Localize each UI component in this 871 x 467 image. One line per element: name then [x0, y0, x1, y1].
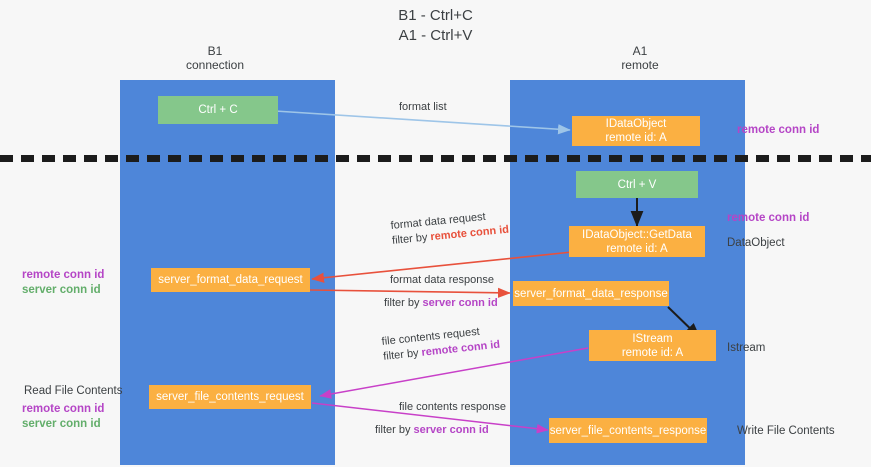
- annotation-right-remote-conn-id-top: remote conn id: [737, 123, 819, 138]
- edge-label-format-data-response-line1: format data response: [390, 274, 494, 286]
- edge-label-file-contents-response-prefix: filter by: [375, 424, 414, 436]
- annotation-left-mid-keys: remote conn id server conn id: [22, 268, 104, 298]
- edge-label-format-data-response-prefix: filter by: [384, 297, 423, 309]
- title-line-1: B1 - Ctrl+C: [398, 7, 473, 24]
- edge-label-file-contents-response-key: server conn id: [413, 424, 489, 436]
- node-server-format-data-request[interactable]: server_format_data_request: [151, 268, 310, 292]
- node-server-file-contents-request-label: server_file_contents_request: [156, 391, 304, 403]
- annotation-right-remote-conn-id-mid: remote conn id: [727, 211, 809, 226]
- node-istream[interactable]: IStream remote id: A: [589, 330, 716, 361]
- column-header-a1-role: remote: [621, 58, 659, 72]
- node-idataobject-getdata[interactable]: IDataObject::GetData remote id: A: [569, 226, 705, 257]
- column-header-a1-name: A1: [632, 44, 648, 58]
- column-header-b1-name: B1: [207, 44, 223, 58]
- node-server-format-data-response-label: server_format_data_response: [514, 287, 668, 300]
- page-title: B1 - Ctrl+C A1 - Ctrl+V: [0, 6, 871, 46]
- edge-label-format-list: format list: [399, 100, 447, 115]
- annotation-right-write-file-contents: Write File Contents: [737, 424, 835, 439]
- column-header-b1-role: connection: [185, 58, 245, 72]
- node-idataobject-sub: remote id: A: [605, 132, 667, 144]
- annotation-right-dataobject-text: DataObject: [727, 237, 785, 249]
- edge-label-format-data-response-key: server conn id: [422, 297, 498, 309]
- node-server-file-contents-request[interactable]: server_file_contents_request: [149, 385, 311, 409]
- node-istream-label: IStream: [632, 332, 673, 345]
- node-idataobject-getdata-sub: remote id: A: [606, 242, 668, 255]
- annotation-left-low-remote-text: remote conn id: [22, 403, 105, 415]
- node-server-format-data-request-label: server_format_data_request: [158, 274, 303, 286]
- title-line-2: A1 - Ctrl+V: [398, 27, 473, 44]
- annotation-left-read-file-contents: Read File Contents: [24, 384, 122, 399]
- annotation-right-write-file-contents-text: Write File Contents: [737, 425, 835, 437]
- edge-label-file-contents-response-line1: file contents response: [399, 401, 507, 413]
- edge-label-format-data-response-line2: filter by server conn id: [384, 296, 498, 311]
- edge-label-file-contents-request-prefix: filter by: [382, 346, 423, 363]
- edge-label-format-data-request: format data request filter by remote con…: [390, 208, 510, 249]
- annotation-right-istream-text: Istream: [727, 342, 766, 354]
- annotation-right-istream: Istream: [727, 341, 765, 356]
- edge-label-format-data-response: format data response filter by server co…: [384, 273, 498, 311]
- annotation-right-remote-conn-id-mid-text: remote conn id: [727, 212, 810, 224]
- node-idataobject-getdata-label: IDataObject::GetData: [582, 228, 692, 241]
- annotation-right-remote-conn-id-top-text: remote conn id: [737, 124, 820, 136]
- annotation-left-read-file-contents-text: Read File Contents: [24, 385, 123, 397]
- edge-label-file-contents-response: file contents response filter by server …: [375, 400, 506, 438]
- node-server-format-data-response[interactable]: server_format_data_response: [513, 281, 669, 306]
- node-server-file-contents-response[interactable]: server_file_contents_response: [549, 418, 707, 443]
- node-ctrl-c[interactable]: Ctrl + C: [158, 96, 278, 124]
- annotation-left-mid-remote-text: remote conn id: [22, 269, 105, 281]
- edge-label-file-contents-request: file contents request filter by remote c…: [381, 323, 501, 365]
- node-server-file-contents-response-label: server_file_contents_response: [549, 424, 707, 437]
- node-ctrl-v[interactable]: Ctrl + V: [576, 171, 698, 198]
- node-idataobject[interactable]: IDataObject remote id: A: [572, 116, 700, 146]
- node-ctrl-v-label: Ctrl + V: [617, 178, 657, 191]
- column-header-a1: A1 remote: [530, 44, 750, 72]
- node-ctrl-c-label: Ctrl + C: [198, 104, 238, 116]
- annotation-left-low-keys: remote conn id server conn id: [22, 402, 104, 432]
- edge-label-file-contents-response-line2: filter by server conn id: [375, 423, 506, 438]
- node-istream-sub: remote id: A: [621, 346, 684, 359]
- edge-label-format-data-request-prefix: filter by: [391, 231, 432, 247]
- annotation-left-low-server-text: server conn id: [22, 418, 101, 430]
- annotation-left-mid-server-text: server conn id: [22, 284, 101, 296]
- node-idataobject-label: IDataObject: [605, 118, 667, 130]
- edge-label-format-list-line1: format list: [399, 101, 447, 113]
- annotation-right-dataobject: DataObject: [727, 236, 785, 251]
- section-divider: [0, 155, 871, 162]
- column-header-b1: B1 connection: [105, 44, 325, 72]
